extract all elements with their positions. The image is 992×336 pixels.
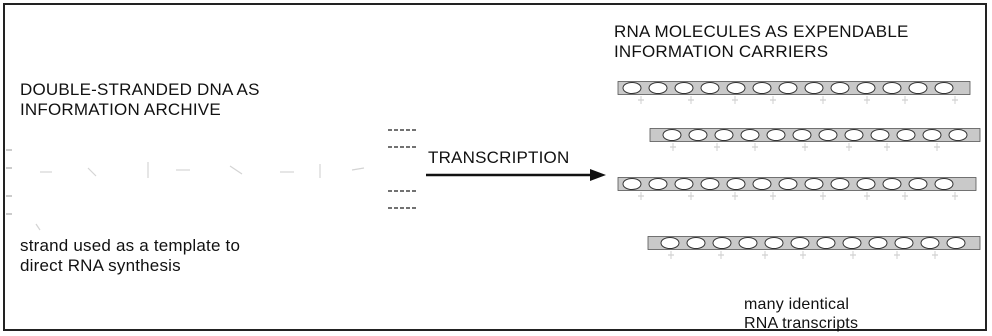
rna-sugar-ring — [623, 83, 641, 94]
rna-sugar-ring — [883, 83, 901, 94]
rna-sugar-ring — [805, 83, 823, 94]
rna-sugar-ring — [805, 179, 823, 190]
rna-sugar-ring — [753, 179, 771, 190]
dna-strand-ends — [6, 150, 12, 214]
rna-sugar-ring — [909, 179, 927, 190]
rna-sugar-ring — [767, 130, 785, 141]
dna-base-tick — [36, 224, 40, 230]
rna-sugar-ring — [779, 179, 797, 190]
rna-sugar-ring — [949, 130, 967, 141]
rna-sugar-ring — [741, 130, 759, 141]
rna-sugar-ring — [675, 179, 693, 190]
rna-sugar-ring — [791, 238, 809, 249]
rna-sugar-ring — [765, 238, 783, 249]
rna-sugar-ring — [857, 179, 875, 190]
rna-transcript — [648, 237, 980, 260]
rna-sugar-ring — [817, 238, 835, 249]
rna-sugar-ring — [897, 130, 915, 141]
rna-sugar-ring — [869, 238, 887, 249]
rna-sugar-ring — [935, 83, 953, 94]
rna-sugar-ring — [649, 179, 667, 190]
rna-sugar-ring — [947, 238, 965, 249]
rna-sugar-ring — [857, 83, 875, 94]
rna-sugar-ring — [921, 238, 939, 249]
rna-transcript — [650, 129, 980, 152]
rna-transcript — [618, 82, 970, 105]
rna-sugar-ring — [687, 238, 705, 249]
rna-sugar-ring — [819, 130, 837, 141]
dna-duplex-ends — [388, 130, 418, 208]
rna-transcripts — [618, 82, 980, 260]
rna-sugar-ring — [923, 130, 941, 141]
rna-sugar-ring — [661, 238, 679, 249]
rna-sugar-ring — [623, 179, 641, 190]
rna-sugar-ring — [909, 83, 927, 94]
rna-sugar-ring — [715, 130, 733, 141]
rna-sugar-ring — [689, 130, 707, 141]
rna-sugar-ring — [845, 130, 863, 141]
rna-transcript — [618, 178, 976, 201]
rna-sugar-ring — [871, 130, 889, 141]
dna-base-ticks — [36, 162, 364, 230]
rna-sugar-ring — [843, 238, 861, 249]
rna-sugar-ring — [663, 130, 681, 141]
rna-sugar-ring — [831, 179, 849, 190]
rna-sugar-ring — [701, 83, 719, 94]
rna-sugar-ring — [753, 83, 771, 94]
rna-sugar-ring — [883, 179, 901, 190]
rna-sugar-ring — [649, 83, 667, 94]
rna-sugar-ring — [779, 83, 797, 94]
rna-sugar-ring — [895, 238, 913, 249]
rna-sugar-ring — [727, 83, 745, 94]
dna-base-tick — [88, 168, 96, 176]
dna-base-tick — [230, 166, 242, 174]
arrow-head — [590, 169, 606, 181]
rna-sugar-ring — [727, 179, 745, 190]
rna-sugar-ring — [713, 238, 731, 249]
rna-sugar-ring — [675, 83, 693, 94]
transcription-arrow — [426, 169, 606, 181]
dna-base-tick — [352, 168, 364, 170]
rna-sugar-ring — [739, 238, 757, 249]
rna-sugar-ring — [935, 179, 953, 190]
rna-sugar-ring — [701, 179, 719, 190]
rna-sugar-ring — [793, 130, 811, 141]
rna-sugar-ring — [831, 83, 849, 94]
